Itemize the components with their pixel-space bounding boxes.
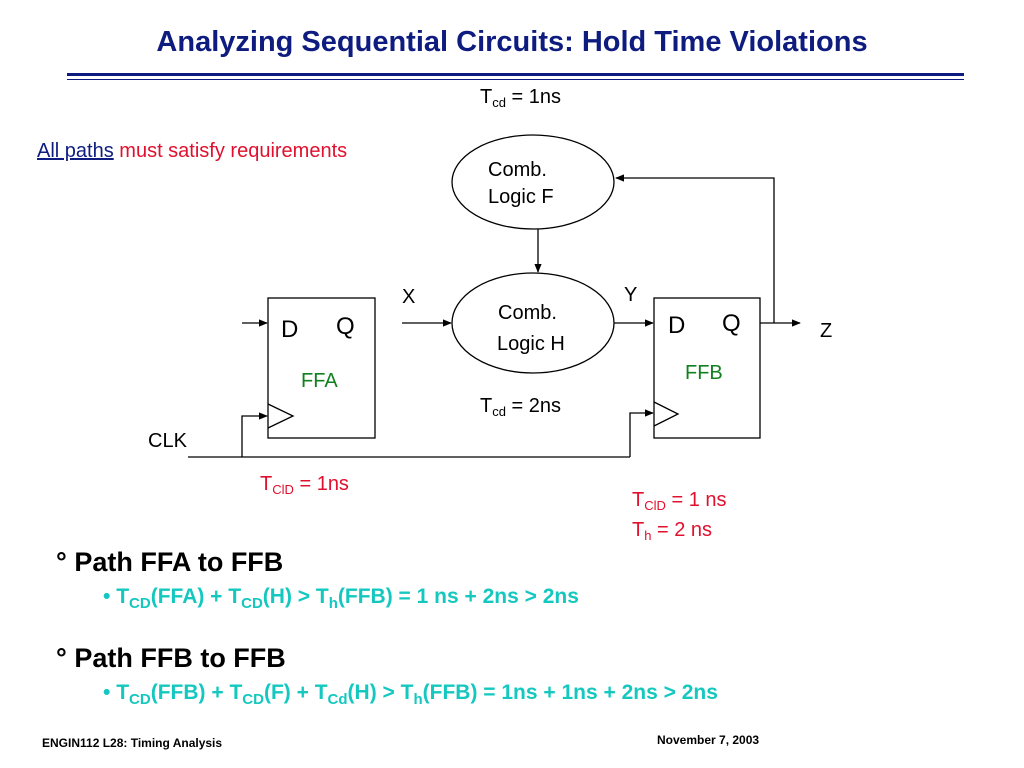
- signal-x-label: X: [402, 286, 416, 308]
- ffb-name: FFB: [685, 362, 723, 384]
- clk-to-ffb: [629, 409, 654, 457]
- bullet-marker: °: [56, 643, 67, 673]
- ffa-name: FFA: [301, 370, 338, 392]
- title-divider-thin: [67, 79, 964, 80]
- all-paths-link[interactable]: All paths: [37, 140, 114, 162]
- ffa-tclq: TClD = 1ns: [260, 473, 349, 497]
- expr: TCD(FFA) + TCD(H) > Th(FFB) = 1 ns + 2ns…: [116, 585, 579, 612]
- bullet-heading: Path FFA to FFB: [74, 547, 284, 577]
- ffb-clock-triangle: [653, 401, 680, 427]
- title-divider-thick: [67, 73, 964, 76]
- logic-f-tcd: Tcd = 1ns: [480, 86, 561, 110]
- bullet-heading: Path FFB to FFB: [74, 643, 286, 673]
- ffa-box: [267, 297, 376, 439]
- signal-y-label: Y: [624, 284, 638, 306]
- comb-logic-f-ellipse: [451, 134, 615, 230]
- bullet-expr-ffa-ffb: • TCD(FFA) + TCD(H) > Th(FFB) = 1 ns + 2…: [103, 585, 579, 612]
- logic-f-label-1: Comb.: [488, 159, 547, 181]
- bullet-path-ffa-ffb: ° Path FFA to FFB: [56, 549, 283, 576]
- logic-f-label-2: Logic F: [488, 186, 554, 208]
- footer-course: ENGIN112 L28: Timing Analysis: [42, 736, 223, 750]
- requirements-note-text: must satisfy requirements: [119, 140, 348, 162]
- clk-label: CLK: [148, 430, 187, 452]
- bullet-path-ffb-ffb: ° Path FFB to FFB: [56, 645, 286, 672]
- ffb-d-label: D: [668, 312, 686, 339]
- logic-h-label-1: Comb.: [498, 302, 557, 324]
- ffa-d-label: D: [281, 316, 299, 343]
- ffb-box: [653, 297, 761, 439]
- expr: TCD(FFB) + TCD(F) + TCd(H) > Th(FFB) = 1…: [116, 681, 718, 708]
- footer-date: November 7, 2003: [657, 733, 760, 747]
- logic-h-tcd: Tcd = 2ns: [480, 395, 561, 419]
- ffa-q-label: Q: [336, 313, 355, 340]
- logic-h-label-2: Logic H: [497, 333, 565, 355]
- wire-feedback: [615, 174, 775, 323]
- bullet-marker: °: [56, 547, 67, 577]
- ffb-th: Th = 2 ns: [632, 519, 713, 543]
- requirements-note: All paths must satisfy requirements: [37, 141, 347, 161]
- bullet-expr-ffb-ffb: • TCD(FFB) + TCD(F) + TCd(H) > Th(FFB) =…: [103, 681, 718, 708]
- ffb-tclq: TClD = 1 ns: [632, 489, 727, 513]
- ffb-q-label: Q: [722, 310, 741, 337]
- page-title: Analyzing Sequential Circuits: Hold Time…: [156, 26, 868, 58]
- clk-to-ffa: [241, 412, 268, 457]
- ffa-clock-triangle: [267, 403, 295, 429]
- signal-z-label: Z: [820, 320, 833, 342]
